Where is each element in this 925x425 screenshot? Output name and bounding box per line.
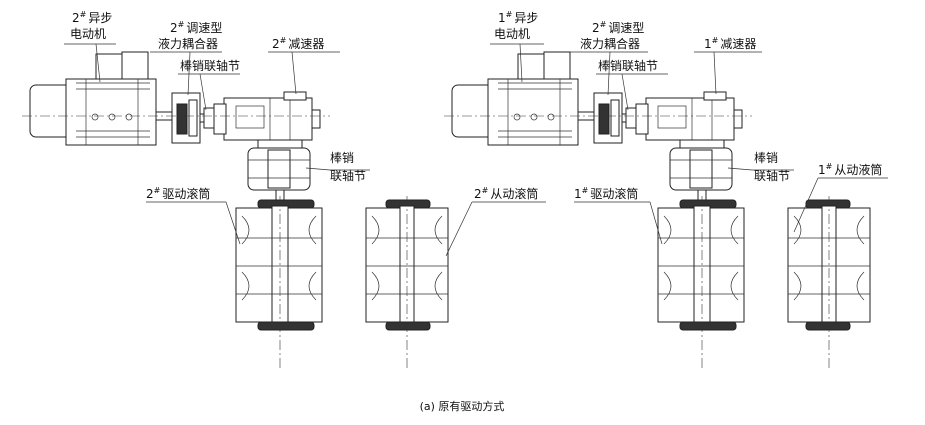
right-driven-drum-mark: # <box>826 162 833 171</box>
left-reducer-mark: # <box>280 36 287 45</box>
right-drive-drum-number: 1 <box>574 187 582 201</box>
left-driven-drum-number: 2 <box>474 187 482 201</box>
left-driven-drum-mark: # <box>482 186 489 195</box>
left-pin-coupling-side-line2: 联轴节 <box>330 168 366 183</box>
right-drive-drum-name: 驱动滚筒 <box>590 186 638 201</box>
left-motor-name: 电动机 <box>70 27 106 41</box>
right-motor-label: 1#异步 电动机 <box>494 10 538 41</box>
left-driven-drum <box>365 196 449 370</box>
right-fluid-coupler <box>593 92 637 144</box>
right-vertical-pin-coupling <box>669 147 733 200</box>
left-reducer-number: 2 <box>272 37 280 51</box>
svg-text:1#减速器: 1#减速器 <box>704 36 756 51</box>
left-reducer-name: 减速器 <box>288 37 324 51</box>
right-leader-lines <box>490 43 888 245</box>
left-pin-coupling-side-line1: 棒销 <box>330 151 354 165</box>
right-reducer-mark: # <box>712 36 719 45</box>
left-driven-drum-label: 2#从动滚筒 <box>474 186 538 201</box>
left-motor-mark: # <box>80 10 87 19</box>
right-coupler-type: 调速型 <box>608 21 644 35</box>
svg-text:2#调速型: 2#调速型 <box>592 20 644 35</box>
left-reducer <box>213 91 321 149</box>
right-coupler-name: 液力耦合器 <box>580 36 640 51</box>
right-pin-coupling-side-line1: 棒销 <box>754 151 778 165</box>
right-drive-drum-label: 1#驱动滚筒 <box>574 186 638 201</box>
right-driven-drum <box>787 196 871 370</box>
left-coupler-name: 液力耦合器 <box>158 36 218 51</box>
svg-text:1#异步: 1#异步 <box>498 10 538 25</box>
right-driven-drum-number: 1 <box>818 163 826 177</box>
left-pin-coupling-side-label: 棒销 联轴节 <box>330 151 366 183</box>
svg-text:2#调速型: 2#调速型 <box>170 20 222 35</box>
left-coupler-number: 2 <box>170 21 178 35</box>
right-drive-system: 1#异步 电动机 2#调速型 液力耦合器 棒销联轴节 1#减速器 棒销 联轴节 … <box>444 10 888 370</box>
left-drive-drum-name: 驱动滚筒 <box>162 186 210 201</box>
left-drive-drum-label: 2#驱动滚筒 <box>146 186 210 201</box>
svg-text:1#驱动滚筒: 1#驱动滚筒 <box>574 186 638 201</box>
svg-text:2#驱动滚筒: 2#驱动滚筒 <box>146 186 210 201</box>
left-coupler-label: 2#调速型 液力耦合器 <box>158 20 222 51</box>
right-coupler-label: 2#调速型 液力耦合器 <box>580 20 644 51</box>
right-drive-drum <box>657 196 745 370</box>
figure-caption: (a) 原有驱动方式 <box>420 399 505 413</box>
right-motor-name: 电动机 <box>494 27 530 41</box>
left-coupler-type: 调速型 <box>186 21 222 35</box>
left-reducer-label: 2#减速器 <box>272 36 324 51</box>
left-motor-type: 异步 <box>88 11 112 25</box>
right-motor-type: 异步 <box>514 11 538 25</box>
left-drive-drum <box>235 196 323 370</box>
right-driven-drum-label: 1#从动液筒 <box>818 162 882 177</box>
left-motor <box>29 51 172 146</box>
right-coupler-mark: # <box>600 20 607 29</box>
left-motor-number: 2 <box>72 11 80 25</box>
right-motor-mark: # <box>506 10 513 19</box>
left-drive-system: 2#异步 电动机 2#调速型 液力耦合器 棒销联轴节 2#减速器 棒销 联轴节 … <box>22 10 546 370</box>
left-drive-drum-number: 2 <box>146 187 154 201</box>
left-motor-label: 2#异步 电动机 <box>70 10 112 41</box>
left-pin-coupling-top-label: 棒销联轴节 <box>180 58 240 73</box>
svg-text:1#从动液筒: 1#从动液筒 <box>818 162 882 177</box>
right-reducer <box>635 91 743 149</box>
right-reducer-name: 减速器 <box>720 37 756 51</box>
left-fluid-coupler <box>171 92 215 144</box>
left-drive-drum-mark: # <box>154 186 161 195</box>
right-reducer-number: 1 <box>704 37 712 51</box>
svg-text:2#减速器: 2#减速器 <box>272 36 324 51</box>
left-driven-drum-name: 从动滚筒 <box>490 186 538 201</box>
right-pin-coupling-top-label: 棒销联轴节 <box>598 58 658 73</box>
right-pin-coupling-side-label: 棒销 联轴节 <box>754 151 790 183</box>
right-driven-drum-name: 从动液筒 <box>834 162 882 177</box>
right-motor-number: 1 <box>498 11 506 25</box>
right-pin-coupling-side-line2: 联轴节 <box>754 168 790 183</box>
right-reducer-label: 1#减速器 <box>704 36 756 51</box>
left-vertical-pin-coupling <box>247 147 311 200</box>
right-motor <box>451 51 594 146</box>
left-leader-lines <box>64 43 546 257</box>
left-coupler-mark: # <box>178 20 185 29</box>
right-coupler-number: 2 <box>592 21 600 35</box>
right-drive-drum-mark: # <box>582 186 589 195</box>
svg-text:2#异步: 2#异步 <box>72 10 112 25</box>
svg-text:2#从动滚筒: 2#从动滚筒 <box>474 186 538 201</box>
